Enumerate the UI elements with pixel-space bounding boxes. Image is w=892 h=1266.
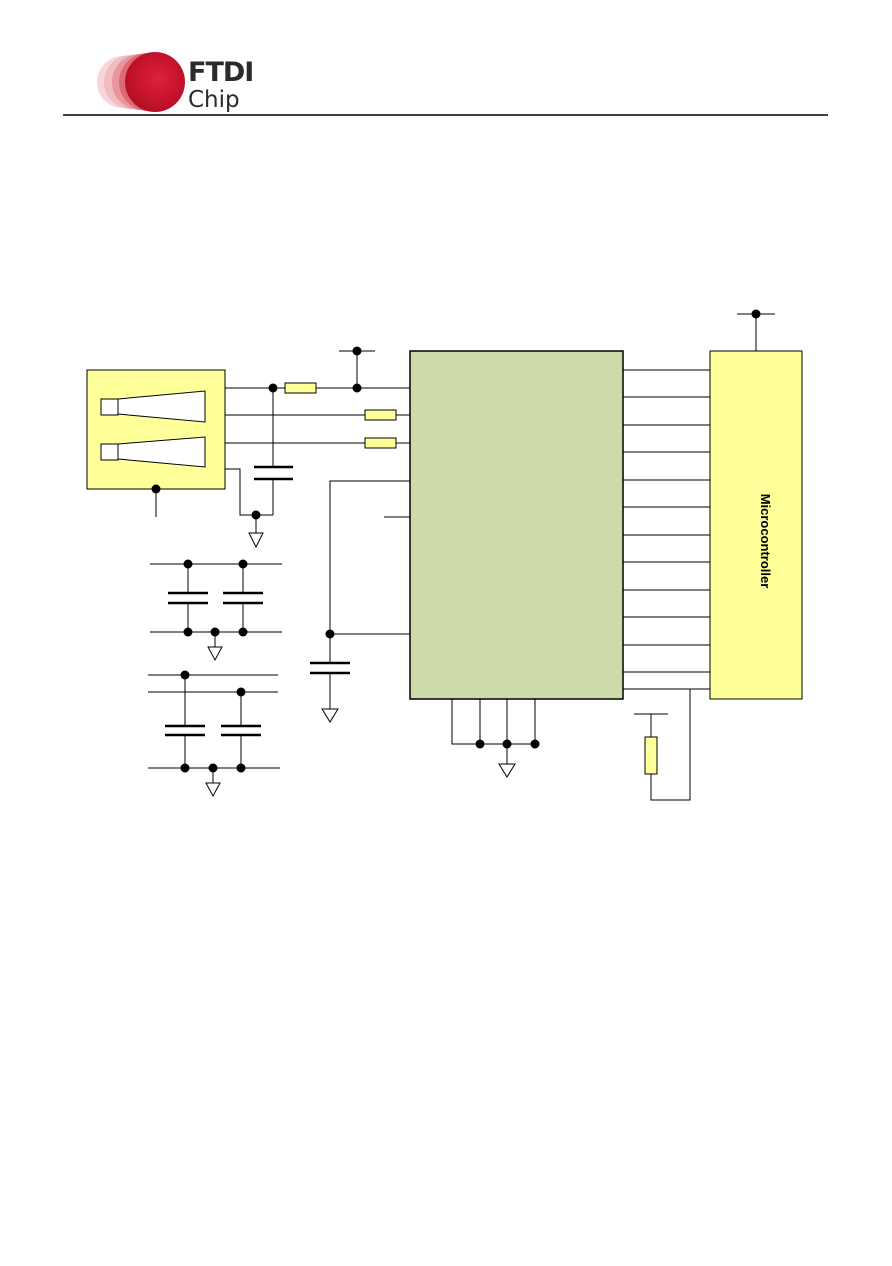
usb-gnd-wire	[225, 468, 273, 516]
junction-c1-bottom	[183, 627, 193, 637]
junction-c4-bottom	[236, 763, 246, 773]
logo-main-circle	[125, 52, 185, 112]
pullup-resistor-network	[634, 689, 691, 801]
junction-c2-bottom	[238, 627, 248, 637]
reset-wire	[329, 480, 384, 634]
gnd-junction-3	[530, 739, 540, 749]
microcontroller-block	[709, 350, 803, 700]
gnd-junction-1	[475, 739, 485, 749]
schematic-diagram	[86, 309, 803, 801]
logo-chip-text: Chip	[188, 87, 240, 113]
logo-ftdi-text: FTDI	[188, 57, 253, 88]
ic-ground-pins	[451, 699, 540, 778]
usb-bridge-ic	[409, 350, 624, 700]
usb-pin-bottom-contact	[117, 436, 206, 468]
data-bus-lines	[623, 369, 710, 690]
ground-symbol-2	[205, 782, 221, 798]
usb-wires	[225, 346, 410, 549]
regulator-cap-network	[310, 480, 410, 723]
ic-ground-symbol	[498, 763, 516, 778]
usb-connector-body	[86, 369, 226, 490]
usb-shield-junction	[151, 484, 161, 494]
decoupling-cap-group-1	[150, 559, 282, 662]
pullup-resistor	[644, 736, 658, 775]
vbus-ferrite-resistor	[284, 382, 317, 394]
usb-pin-bottom-square	[100, 443, 119, 461]
dp-series-resistor	[364, 437, 397, 449]
junction-c3-bottom	[180, 763, 190, 773]
regulator-ground-symbol	[321, 708, 339, 723]
ftdi-chip-logo: FTDI Chip	[97, 52, 254, 113]
usb-ground-symbol	[248, 532, 264, 549]
gnd-pin-1	[451, 699, 535, 745]
usb-connector	[86, 369, 226, 517]
pullup-return-wire	[650, 689, 691, 801]
decoupling-cap-group-2	[148, 670, 280, 798]
microcontroller-label: Microcontroller	[758, 494, 773, 589]
usb-pin-top-contact	[117, 390, 206, 423]
dm-series-resistor	[364, 409, 397, 421]
usb-pin-top-square	[100, 398, 119, 416]
ground-symbol-1	[207, 646, 223, 662]
